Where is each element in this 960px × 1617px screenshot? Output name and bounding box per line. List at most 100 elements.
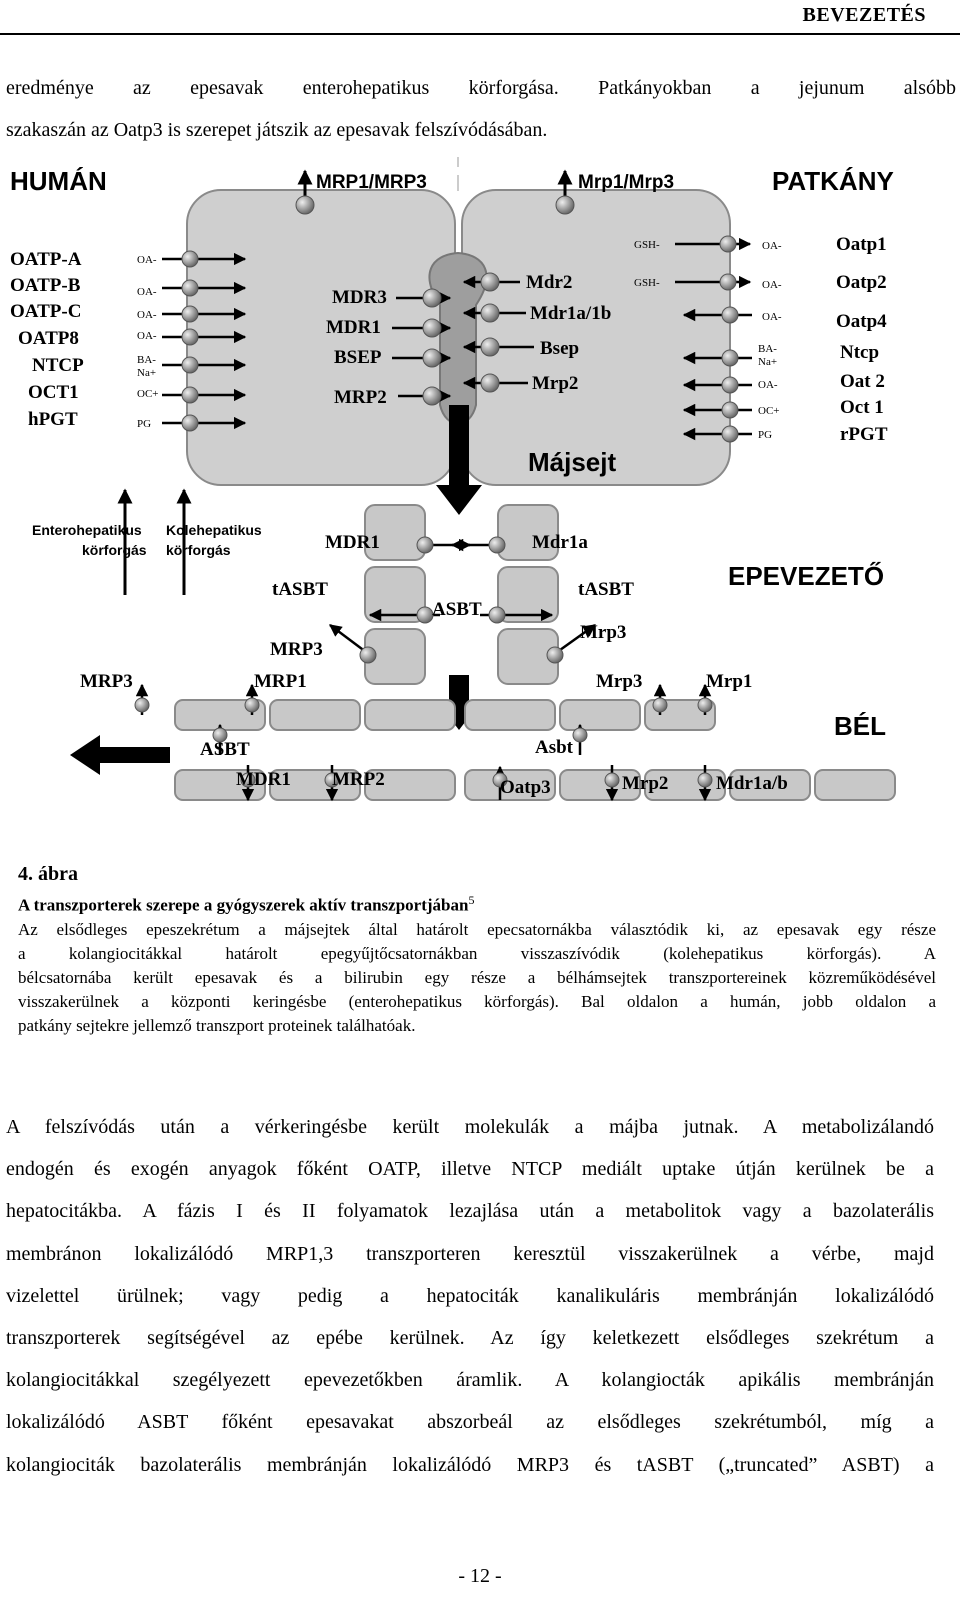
uptake-label: OATP8	[18, 328, 79, 349]
label-rat-mrp1-mrp3: Mrp1/Mrp3	[578, 172, 674, 193]
svg-text:Oatp1: Oatp1	[836, 234, 887, 255]
svg-text:Oatp4: Oatp4	[836, 311, 887, 332]
transporter-figure: HUMÁN PATKÁNY MRP1/MRP3 Mrp1/Mrp3 OATP-A…	[10, 157, 896, 802]
svg-text:PG: PG	[758, 429, 772, 441]
svg-text:OA-: OA-	[762, 311, 782, 323]
svg-text:Bsep: Bsep	[540, 338, 579, 359]
circulation-labels: Enterohepatikus körforgás Kolehepatikus …	[32, 522, 262, 558]
svg-text:GSH-: GSH-	[634, 239, 660, 251]
svg-text:BA-: BA-	[758, 343, 777, 355]
svg-text:körforgás: körforgás	[166, 542, 231, 558]
circulation-arrows	[117, 488, 192, 595]
human-uptake-transporters	[181, 250, 199, 432]
caption-title: A transzporterek szerepe a gyógyszerek a…	[18, 895, 469, 915]
svg-text:BSEP: BSEP	[334, 347, 382, 368]
svg-text:Ntcp: Ntcp	[840, 342, 879, 363]
svg-text:rPGT: rPGT	[840, 424, 888, 445]
caption-line: bélcsatornába került epesavak és a bilir…	[18, 967, 936, 987]
svg-text:OA-: OA-	[137, 254, 157, 266]
svg-text:Mdr1a/1b: Mdr1a/1b	[530, 303, 611, 324]
intestine-label: BÉL	[834, 711, 886, 741]
bile-flow-arrows	[70, 405, 482, 775]
body-line: membránon lokalizálódó MRP1,3 transzport…	[6, 1242, 934, 1265]
uptake-label: OATP-A	[10, 249, 82, 270]
svg-text:MDR3: MDR3	[332, 287, 387, 308]
uptake-label: OATP-B	[10, 275, 81, 296]
body-paragraph: A felszívódás után a vérkeringésbe kerül…	[6, 1106, 934, 1486]
svg-text:OA-: OA-	[137, 309, 157, 321]
intro-line-2: szakaszán az Oatp3 is szerepet játszik a…	[6, 119, 548, 141]
svg-text:MRP3: MRP3	[80, 671, 133, 692]
svg-text:MDR1: MDR1	[236, 769, 291, 790]
body-line: A felszívódás után a vérkeringésbe kerül…	[6, 1116, 934, 1138]
svg-text:Mrp3: Mrp3	[580, 622, 626, 643]
svg-text:BA-: BA-	[137, 354, 156, 366]
svg-text:Oatp2: Oatp2	[836, 272, 887, 293]
svg-text:ASBT: ASBT	[200, 739, 250, 760]
body-line: endogén és exogén anyagok főként OATP, i…	[6, 1158, 934, 1181]
human-canalicular-labels: MDR3 MDR1 BSEP MRP2	[326, 287, 387, 408]
uptake-label: hPGT	[28, 409, 78, 430]
rat-canalicular-transporters	[480, 272, 500, 393]
human-uptake-labels: OATP-A OATP-B OATP-C OATP8 NTCP OCT1 hPG…	[10, 249, 84, 430]
svg-text:Mrp2: Mrp2	[532, 373, 578, 394]
svg-text:tASBT: tASBT	[272, 579, 328, 600]
svg-text:OA-: OA-	[762, 240, 782, 252]
intestine-labels: MRP3 MRP1 Mrp3 Mrp1 ASBT Asbt MDR1 MRP2 …	[80, 671, 788, 798]
rat-uptake-arrows	[682, 308, 752, 441]
svg-text:MRP1: MRP1	[254, 671, 307, 692]
svg-text:MRP2: MRP2	[332, 769, 385, 790]
svg-text:MDR1: MDR1	[325, 532, 380, 553]
rat-efflux: GSH- GSH-	[634, 235, 752, 291]
duct-labels: MDR1 Mdr1a tASBT tASBT ASBT MRP3 Mrp3	[270, 532, 634, 660]
human-substrate-labels: OA- OA- OA- OA- BA- Na+ OC+ PG	[137, 254, 158, 430]
svg-text:OC+: OC+	[137, 388, 158, 400]
human-uptake-arrows	[162, 252, 247, 430]
human-canalicular-transporters	[422, 288, 442, 406]
svg-text:Mdr1a: Mdr1a	[532, 532, 588, 553]
svg-text:OA-: OA-	[758, 379, 778, 391]
caption-line: visszakerülnek a központi keringésbe (en…	[18, 991, 936, 1011]
title-human: HUMÁN	[10, 166, 107, 196]
label-mrp1-mrp3: MRP1/MRP3	[316, 172, 427, 193]
svg-text:MRP3: MRP3	[270, 639, 323, 660]
uptake-label: NTCP	[32, 355, 84, 376]
svg-text:Mrp2: Mrp2	[622, 773, 668, 794]
rat-canalicular-labels: Mdr2 Mdr1a/1b Bsep Mrp2	[526, 272, 611, 394]
svg-text:MRP2: MRP2	[334, 387, 387, 408]
rat-uptake-labels: Oatp1 Oatp2 Oatp4 Ntcp Oat 2 Oct 1 rPGT	[836, 234, 888, 445]
svg-text:PG: PG	[137, 418, 151, 430]
intestine-transporters	[134, 697, 713, 788]
svg-text:MDR1: MDR1	[326, 317, 381, 338]
svg-text:Mrp1: Mrp1	[706, 671, 752, 692]
header-rule	[0, 33, 960, 35]
bile-duct-label: EPEVEZETŐ	[728, 561, 884, 591]
caption-line: patkány sejtekre jellemző transzport pro…	[18, 1015, 416, 1035]
svg-text:OA-: OA-	[137, 330, 157, 342]
running-header: BEVEZETÉS	[802, 4, 926, 26]
cholangiocytes	[364, 504, 559, 685]
intro-line-1: eredménye az epesavak enterohepatikus kö…	[6, 77, 956, 99]
svg-text:Na+: Na+	[137, 367, 156, 379]
intestine-cells	[174, 699, 896, 801]
body-line: vizelettel ürülnek; vagy pedig a hepatoc…	[6, 1284, 934, 1307]
figure-number: 4. ábra	[18, 863, 78, 885]
svg-text:GSH-: GSH-	[634, 277, 660, 289]
caption-title-line: A transzporterek szerepe a gyógyszerek a…	[18, 888, 936, 918]
body-line: lokalizálódó ASBT főként epesavakat absz…	[6, 1411, 934, 1434]
figure-titles: HUMÁN PATKÁNY	[10, 166, 894, 196]
svg-text:Oatp3: Oatp3	[500, 777, 551, 798]
hepatocyte-cells	[186, 157, 731, 486]
svg-text:Oct 1: Oct 1	[840, 397, 884, 418]
body-line: kolangiocitákkal szegélyezett epevezetők…	[6, 1369, 934, 1392]
svg-text:Mdr1a/b: Mdr1a/b	[716, 773, 788, 794]
rat-uptake-transporters	[721, 306, 739, 443]
svg-text:Enterohepatikus: Enterohepatikus	[32, 522, 142, 538]
svg-text:Mdr2: Mdr2	[526, 272, 572, 293]
svg-text:OC+: OC+	[758, 405, 779, 417]
svg-text:Na+: Na+	[758, 356, 777, 368]
body-line: kolangiociták bazolaterális membránján l…	[6, 1453, 934, 1476]
title-rat: PATKÁNY	[772, 166, 894, 196]
caption-line: Az elsődleges epeszekrétum a májsejtek á…	[18, 919, 936, 939]
body-line: transzporterek segítségével az epébe ker…	[6, 1327, 934, 1350]
